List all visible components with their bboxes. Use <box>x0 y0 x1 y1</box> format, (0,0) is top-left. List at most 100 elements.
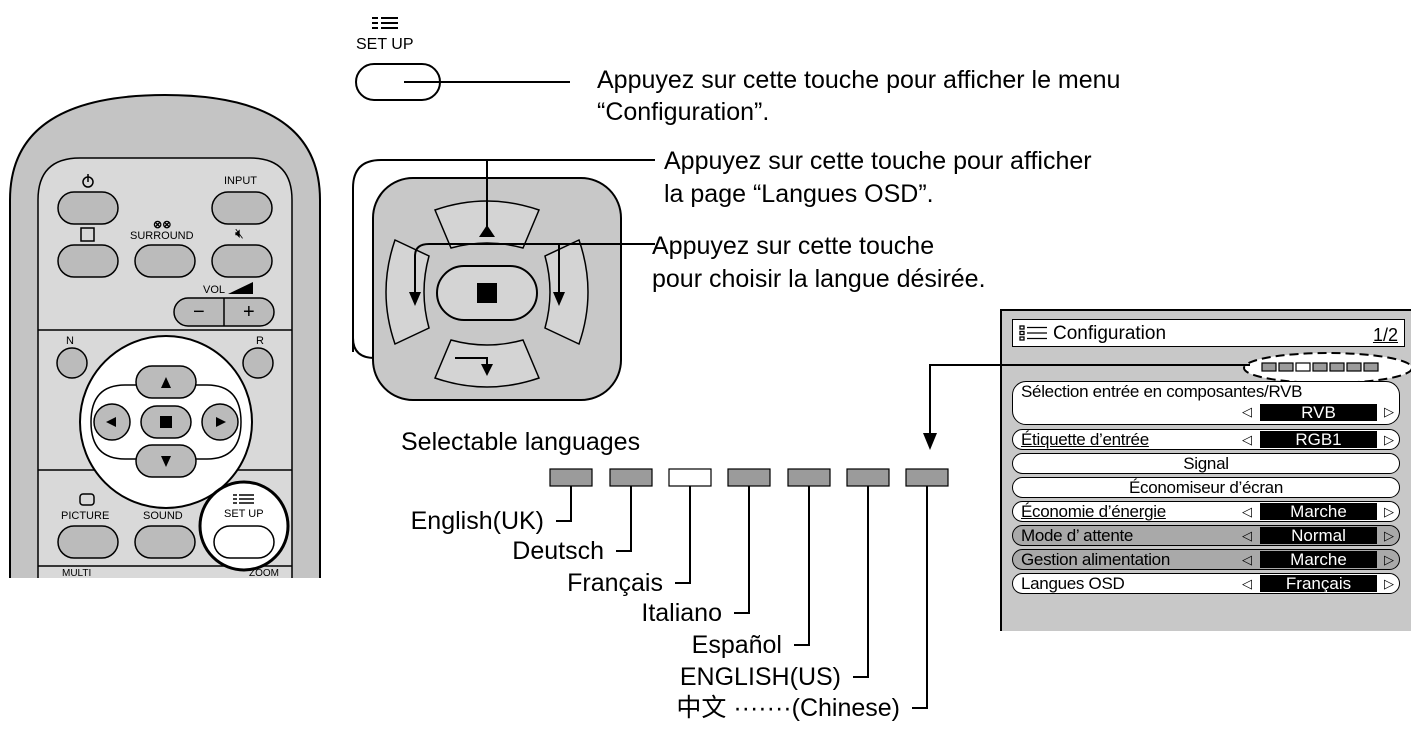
lang-swatch-english-uk <box>549 468 593 487</box>
osd-row-label: Économiseur d’écran <box>1129 478 1283 497</box>
mute-button[interactable] <box>211 244 273 278</box>
right-triangle-icon: ▷ <box>1384 432 1394 447</box>
right-triangle-icon: ▷ <box>1384 576 1394 591</box>
volume-icon <box>228 282 253 294</box>
left-arrow-icon <box>106 417 116 427</box>
up-callout-line2: la page “Langues OSD”. <box>664 180 934 208</box>
osd-row-value: RGB1 <box>1260 431 1377 448</box>
osd-row-standby-mode[interactable]: Mode d’ attente ◁ Normal ▷ <box>1012 525 1400 546</box>
remote-setup-label: SET UP <box>224 508 264 520</box>
lang-label-deutsch: Deutsch <box>512 537 604 565</box>
right-arrow-icon <box>216 417 226 427</box>
nav-right-button[interactable] <box>544 238 589 346</box>
right-triangle-icon: ▷ <box>1384 404 1394 419</box>
nav-action-square-icon <box>477 283 497 303</box>
lang-label-italiano: Italiano <box>641 599 722 627</box>
setup-callout-line1: Appuyez sur cette touche pour afficher l… <box>597 66 1121 94</box>
sound-label: SOUND <box>143 510 183 522</box>
nav-left-button[interactable] <box>385 238 430 346</box>
right-triangle-icon: ▷ <box>1384 552 1394 567</box>
osd-row-power-management[interactable]: Gestion alimentation ◁ Marche ▷ <box>1012 549 1400 570</box>
osd-title: Configuration <box>1053 323 1167 344</box>
surround-label: SURROUND <box>130 230 194 242</box>
right-triangle-icon: ▷ <box>1384 504 1394 519</box>
down-arrow-icon <box>161 456 171 467</box>
osd-page-indicator: 1/2 <box>1372 325 1398 345</box>
power-button[interactable] <box>57 191 119 225</box>
lang-swatch-chinese <box>905 468 949 487</box>
osd-row-label: Économie d’énergie <box>1021 502 1166 521</box>
lr-callout-line1: Appuyez sur cette touche <box>652 232 935 260</box>
language-swatches <box>549 468 949 709</box>
input-button[interactable] <box>211 191 273 225</box>
mute-icon: 🔇︎ <box>235 225 244 241</box>
picture-icon <box>79 493 95 506</box>
osd-row-value: RVB <box>1260 404 1377 421</box>
left-triangle-icon: ◁ <box>1242 404 1252 419</box>
up-callout-line1: Appuyez sur cette touche pour afficher <box>664 147 1092 175</box>
picture-label: PICTURE <box>61 510 110 522</box>
remote-setup-icon <box>233 494 254 504</box>
left-triangle-icon: ◁ <box>1242 576 1252 591</box>
surround-button[interactable] <box>134 244 196 278</box>
lang-label-english-us: ENGLISH(US) <box>679 663 841 691</box>
lang-label-english-uk: English(UK) <box>410 507 544 535</box>
osd-row-label: Mode d’ attente <box>1021 526 1134 545</box>
surround-icon: ⊗⊗ <box>153 219 172 231</box>
osd-row-label: Étiquette d’entrée <box>1021 430 1149 449</box>
lr-callout-line2: pour choisir la langue désirée. <box>652 265 986 293</box>
setup-callout-line2: “Configuration”. <box>597 98 770 126</box>
vol-minus-label: − <box>193 301 205 323</box>
osd-row-power-save[interactable]: Économie d’énergie ◁ Marche ▷ <box>1012 501 1400 522</box>
osd-row-component-rgb[interactable]: Sélection entrée en composantes/RVB ◁ RV… <box>1012 381 1400 425</box>
n-label: N <box>66 335 74 347</box>
nav-up-arrow-icon <box>479 225 495 237</box>
lang-swatch-english-us <box>846 468 890 487</box>
left-triangle-icon: ◁ <box>1242 552 1252 567</box>
action-square-icon <box>160 416 172 428</box>
return-button[interactable] <box>242 347 274 379</box>
osd-row-value: Français <box>1260 575 1377 592</box>
setup-button-diagram <box>355 17 570 101</box>
osd-menu-icon <box>1019 325 1047 341</box>
vol-plus-label: + <box>243 301 255 323</box>
osd-row-label: Signal <box>1183 454 1229 473</box>
osd-row-value: Marche <box>1260 503 1377 520</box>
recall-button[interactable] <box>57 244 119 278</box>
osd-row-label: Gestion alimentation <box>1021 550 1170 569</box>
osd-row-signal[interactable]: Signal <box>1012 453 1400 474</box>
osd-row-screensaver[interactable]: Économiseur d’écran <box>1012 477 1400 498</box>
setup-button-label: SET UP <box>356 36 414 53</box>
nav-pad-diagram <box>352 159 655 401</box>
lang-swatch-deutsch <box>609 468 653 487</box>
osd-title-bar: Configuration 1/2 <box>1012 319 1405 347</box>
vol-label: VOL <box>203 284 226 296</box>
normalize-button[interactable] <box>56 347 88 379</box>
left-triangle-icon: ◁ <box>1242 432 1252 447</box>
right-triangle-icon: ▷ <box>1384 528 1394 543</box>
osd-row-input-label[interactable]: Étiquette d’entrée ◁ RGB1 ▷ <box>1012 429 1400 450</box>
lang-label-espanol: Español <box>691 631 782 659</box>
recall-icon <box>80 227 95 242</box>
languages-heading: Selectable languages <box>401 428 641 456</box>
lang-swatch-espanol <box>787 468 831 487</box>
lang-swatch-italiano <box>727 468 771 487</box>
left-triangle-icon: ◁ <box>1242 504 1252 519</box>
osd-configuration-menu: Configuration 1/2 Sélection entrée en co… <box>1000 309 1411 631</box>
osd-row-osd-language[interactable]: Langues OSD ◁ Français ▷ <box>1012 573 1400 594</box>
left-triangle-icon: ◁ <box>1242 528 1252 543</box>
sound-button[interactable] <box>134 525 196 559</box>
setup-icon <box>372 17 398 29</box>
multi-label: MULTI <box>62 568 92 579</box>
remote-control <box>9 93 321 578</box>
lang-swatch-francais <box>668 468 712 487</box>
input-label: INPUT <box>224 175 257 187</box>
picture-button[interactable] <box>57 525 119 559</box>
r-label: R <box>256 335 264 347</box>
osd-indicator-pointer <box>923 364 1250 450</box>
osd-row-label: Langues OSD <box>1021 574 1125 593</box>
lang-label-chinese: 中文 ·······(Chinese) <box>676 694 900 722</box>
osd-row-label: Sélection entrée en composantes/RVB <box>1021 382 1303 401</box>
remote-setup-button[interactable] <box>213 525 275 559</box>
osd-row-value: Marche <box>1260 551 1377 568</box>
